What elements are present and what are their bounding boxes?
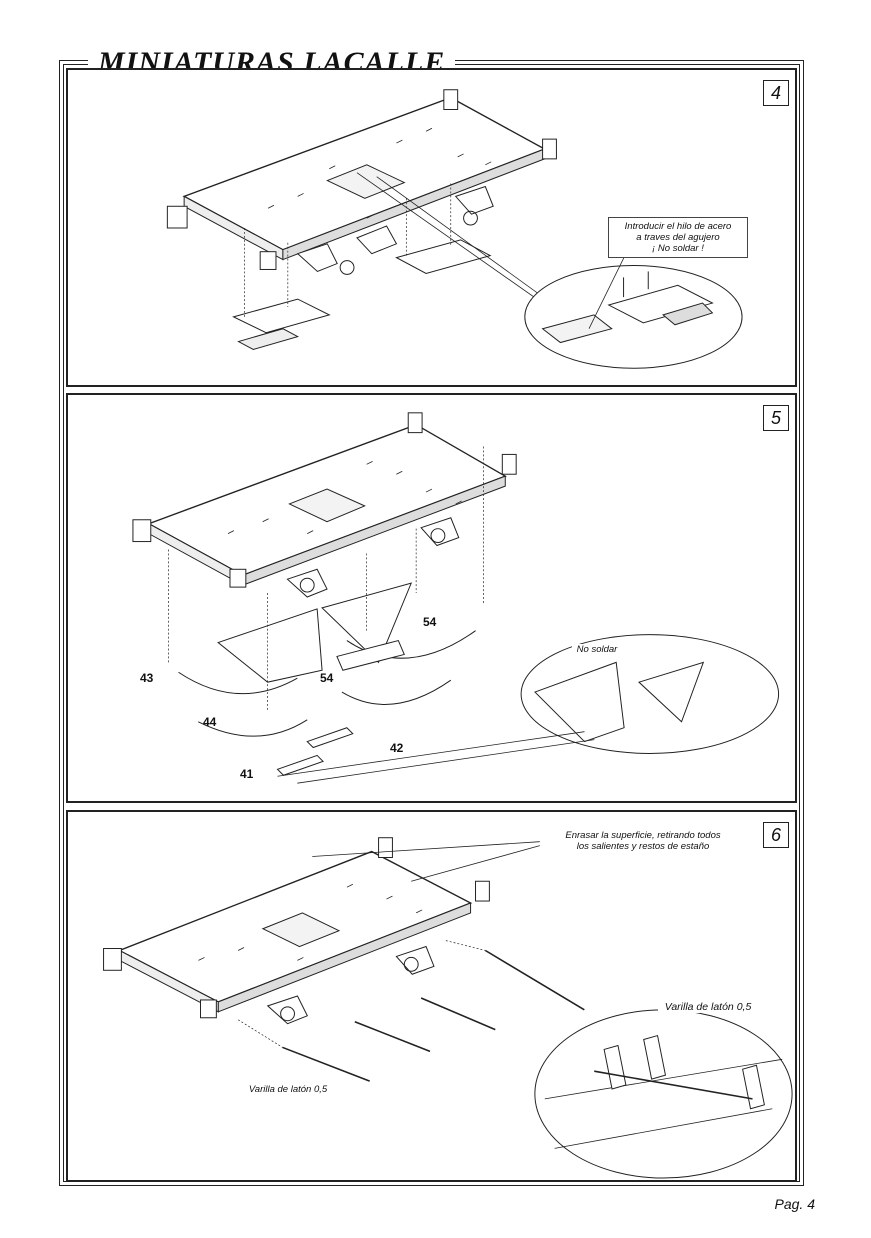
step-4-panel: 4 Introducir el hilo de acero a traves d… — [66, 68, 797, 387]
step-6-flush-note: Enrasar la superficie, retirando todos l… — [548, 830, 738, 852]
step-5-part-label: 43 — [140, 671, 154, 685]
step-6-illustration — [103, 837, 793, 1179]
step-4-illustration — [166, 89, 743, 369]
step-5-part-label: 44 — [203, 715, 217, 729]
step-5-part-label: 54 — [320, 671, 334, 685]
step-5-illustration — [132, 412, 780, 784]
step-5-number: 5 — [763, 405, 789, 431]
step-6-number: 6 — [763, 822, 789, 848]
step-5-no-solder-note: No soldar — [572, 644, 622, 655]
step-4-callout-note: Introducir el hilo de acero a traves del… — [608, 217, 748, 258]
step-5-part-label: 42 — [390, 741, 404, 755]
step-4-number: 4 — [763, 80, 789, 106]
step-6-rod-main-note: Varilla de latón 0,5 — [238, 1084, 338, 1095]
step-6-rod-detail-note: Varilla de latón 0,5 — [658, 1002, 758, 1013]
step-6-panel: 6 Enrasar la superficie, retirando todos… — [66, 810, 797, 1182]
step-5-part-label: 41 — [240, 767, 254, 781]
page-number: Pag. 4 — [774, 1196, 815, 1212]
step-5-panel: 5 No soldar 43 54 54 44 42 41 — [66, 393, 797, 803]
step-5-part-label: 54 — [423, 615, 437, 629]
